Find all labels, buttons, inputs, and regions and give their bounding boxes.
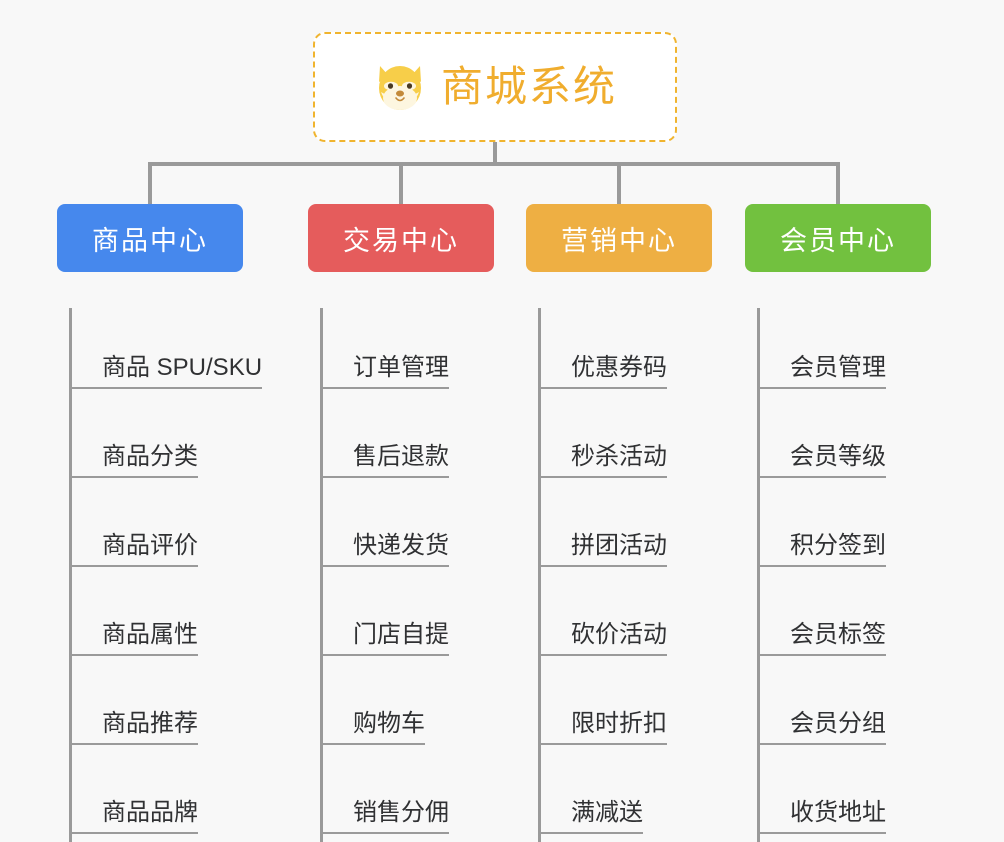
category-header-trade-center[interactable]: 交易中心 bbox=[308, 204, 494, 272]
leaf-label: 快递发货 bbox=[323, 532, 449, 567]
leaf-label: 秒杀活动 bbox=[541, 443, 667, 478]
leaf-item[interactable]: 门店自提 bbox=[323, 575, 494, 664]
category-header-member-center[interactable]: 会员中心 bbox=[745, 204, 931, 272]
leaf-item[interactable]: 秒杀活动 bbox=[541, 397, 712, 486]
leaf-item[interactable]: 商品 SPU/SKU bbox=[72, 308, 263, 397]
category-title: 营销中心 bbox=[561, 225, 677, 256]
leaf-label: 商品推荐 bbox=[72, 710, 198, 745]
leaf-label: 商品评价 bbox=[72, 532, 198, 567]
category-title: 会员中心 bbox=[780, 225, 896, 256]
leaf-label: 订单管理 bbox=[323, 354, 449, 389]
leaf-item[interactable]: 满减送 bbox=[541, 753, 712, 842]
connector-drop-1 bbox=[148, 162, 152, 204]
leaf-item[interactable]: 商品品牌 bbox=[72, 753, 243, 842]
category-header-product-center[interactable]: 商品中心 bbox=[57, 204, 243, 272]
leaf-item[interactable]: 积分签到 bbox=[760, 486, 931, 575]
category-title: 交易中心 bbox=[343, 225, 459, 256]
connector-root-stem bbox=[493, 142, 497, 164]
leaf-label: 售后退款 bbox=[323, 443, 449, 478]
leaf-item[interactable]: 售后退款 bbox=[323, 397, 494, 486]
leaf-label: 拼团活动 bbox=[541, 532, 667, 567]
leaf-list-product-center: 商品 SPU/SKU 商品分类 商品评价 商品属性 商品推荐 商品品牌 bbox=[69, 308, 263, 842]
leaf-item[interactable]: 会员标签 bbox=[760, 575, 931, 664]
root-title: 商城系统 bbox=[440, 63, 617, 110]
leaf-label: 商品 SPU/SKU bbox=[72, 354, 263, 389]
leaf-label: 销售分佣 bbox=[323, 799, 449, 834]
leaf-label: 商品分类 bbox=[72, 443, 198, 478]
leaf-label: 收货地址 bbox=[760, 799, 886, 834]
leaf-label: 商品属性 bbox=[72, 621, 198, 656]
leaf-label: 会员等级 bbox=[760, 443, 886, 478]
branch-product-center: 商品中心 商品 SPU/SKU 商品分类 商品评价 商品属性 商品推荐 商品品牌 bbox=[57, 204, 263, 842]
leaf-list-marketing-center: 优惠券码 秒杀活动 拼团活动 砍价活动 限时折扣 满减送 bbox=[538, 308, 712, 842]
leaf-label: 积分签到 bbox=[760, 532, 886, 567]
leaf-label: 优惠券码 bbox=[541, 354, 667, 389]
leaf-item[interactable]: 优惠券码 bbox=[541, 308, 712, 397]
leaf-item[interactable]: 会员管理 bbox=[760, 308, 931, 397]
leaf-item[interactable]: 限时折扣 bbox=[541, 664, 712, 753]
branch-trade-center: 交易中心 订单管理 售后退款 快递发货 门店自提 购物车 销售分佣 bbox=[308, 204, 494, 842]
category-header-marketing-center[interactable]: 营销中心 bbox=[526, 204, 712, 272]
leaf-item[interactable]: 商品评价 bbox=[72, 486, 243, 575]
leaf-label: 会员标签 bbox=[760, 621, 886, 656]
leaf-item[interactable]: 收货地址 bbox=[760, 753, 931, 842]
leaf-label: 门店自提 bbox=[323, 621, 449, 656]
leaf-item[interactable]: 购物车 bbox=[323, 664, 494, 753]
connector-drop-2 bbox=[399, 162, 403, 204]
connector-drop-4 bbox=[836, 162, 840, 204]
leaf-item[interactable]: 商品推荐 bbox=[72, 664, 243, 753]
leaf-item[interactable]: 拼团活动 bbox=[541, 486, 712, 575]
category-title: 商品中心 bbox=[92, 225, 208, 256]
leaf-list-trade-center: 订单管理 售后退款 快递发货 门店自提 购物车 销售分佣 bbox=[320, 308, 494, 842]
leaf-label: 满减送 bbox=[541, 799, 643, 834]
leaf-item[interactable]: 销售分佣 bbox=[323, 753, 494, 842]
leaf-label: 购物车 bbox=[323, 710, 425, 745]
shiba-dog-face-icon bbox=[378, 66, 421, 110]
leaf-list-member-center: 会员管理 会员等级 积分签到 会员标签 会员分组 收货地址 bbox=[757, 308, 931, 842]
root-node[interactable]: 商城系统 bbox=[313, 32, 677, 142]
leaf-item[interactable]: 快递发货 bbox=[323, 486, 494, 575]
connector-bus bbox=[148, 162, 840, 166]
leaf-label: 会员分组 bbox=[760, 710, 886, 745]
leaf-item[interactable]: 商品分类 bbox=[72, 397, 243, 486]
leaf-item[interactable]: 会员等级 bbox=[760, 397, 931, 486]
connector-drop-3 bbox=[617, 162, 621, 204]
leaf-label: 砍价活动 bbox=[541, 621, 667, 656]
leaf-label: 会员管理 bbox=[760, 354, 886, 389]
leaf-label: 限时折扣 bbox=[541, 710, 667, 745]
branch-marketing-center: 营销中心 优惠券码 秒杀活动 拼团活动 砍价活动 限时折扣 满减送 bbox=[526, 204, 712, 842]
leaf-item[interactable]: 商品属性 bbox=[72, 575, 243, 664]
branch-member-center: 会员中心 会员管理 会员等级 积分签到 会员标签 会员分组 收货地址 bbox=[745, 204, 931, 842]
leaf-item[interactable]: 砍价活动 bbox=[541, 575, 712, 664]
leaf-item[interactable]: 会员分组 bbox=[760, 664, 931, 753]
leaf-item[interactable]: 订单管理 bbox=[323, 308, 494, 397]
leaf-label: 商品品牌 bbox=[72, 799, 198, 834]
